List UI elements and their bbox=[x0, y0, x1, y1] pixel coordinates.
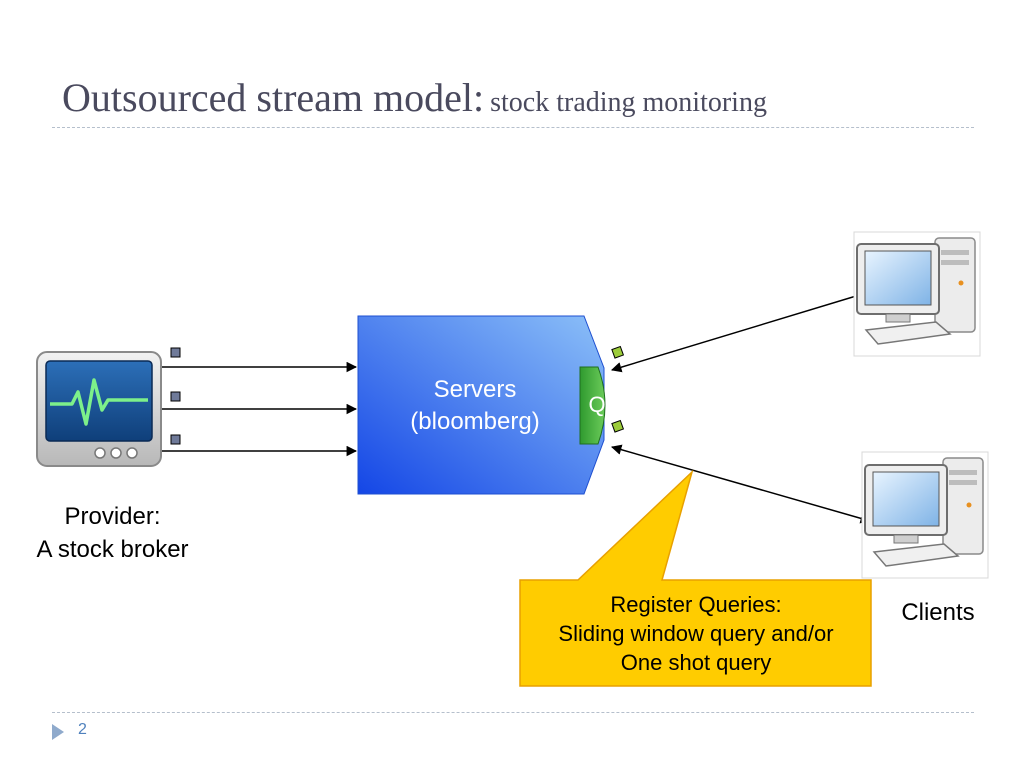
query-tuple bbox=[611, 345, 625, 359]
provider-label-line: Provider: bbox=[64, 503, 161, 530]
title-divider bbox=[52, 127, 974, 128]
clients-label: Clients bbox=[901, 599, 975, 626]
servers-label: Servers (bloomberg) bbox=[370, 374, 580, 438]
stream-tuple bbox=[170, 434, 181, 445]
callout-line: One shot query bbox=[620, 650, 772, 675]
callout-line: Sliding window query and/or bbox=[558, 621, 834, 646]
slide-title: Outsourced stream model:stock trading mo… bbox=[62, 74, 767, 121]
query-tuple bbox=[611, 419, 625, 433]
stream-tuple bbox=[170, 391, 181, 402]
slide-title-main: Outsourced stream model: bbox=[62, 75, 485, 120]
desktop-computer-icon bbox=[853, 231, 981, 357]
servers-label-line: Servers bbox=[433, 376, 517, 403]
query-callout bbox=[519, 469, 872, 687]
client-link-arrow bbox=[610, 290, 868, 373]
servers-label-line: (bloomberg) bbox=[410, 408, 540, 435]
queue-label: Q bbox=[588, 392, 606, 417]
monitor-heartbeat-icon bbox=[36, 351, 162, 467]
client-link-arrow bbox=[610, 444, 872, 524]
desktop-computer-icon bbox=[861, 451, 989, 579]
server-box bbox=[357, 315, 605, 495]
callout-line: Register Queries: bbox=[610, 592, 782, 617]
stream-tuple bbox=[170, 347, 181, 358]
provider-label-line: A stock broker bbox=[36, 536, 189, 563]
footer-divider bbox=[52, 712, 974, 713]
callout-text: Register Queries: Sliding window query a… bbox=[520, 590, 872, 677]
provider-label: Provider: A stock broker bbox=[10, 500, 215, 566]
page-number: 2 bbox=[78, 721, 87, 738]
page-marker-icon bbox=[52, 724, 64, 740]
slide-title-sub: stock trading monitoring bbox=[490, 87, 767, 118]
query-queue bbox=[579, 366, 606, 445]
